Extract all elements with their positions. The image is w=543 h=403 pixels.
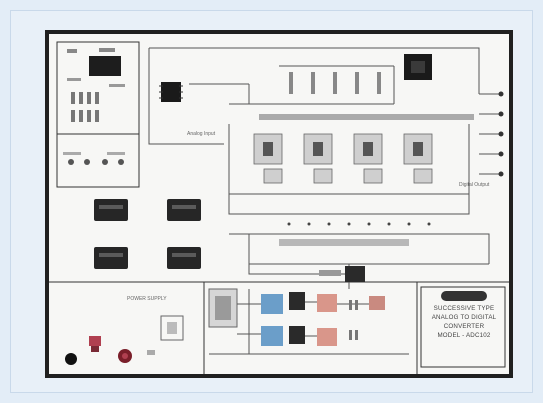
- terminal-block-blue: [261, 292, 305, 346]
- resistor-ladder: [289, 72, 381, 94]
- model-title-box: SUCCESSIVE TYPE ANALOG TO DIGITAL CONVER…: [421, 287, 507, 367]
- brand-logo: [441, 291, 487, 301]
- main-ics: [159, 54, 432, 102]
- top-left-section: [56, 41, 140, 188]
- power-socket: [65, 353, 77, 365]
- terminal-block-red: [317, 294, 385, 346]
- bus-bar-lower: [279, 239, 409, 246]
- switch-blocks: [253, 133, 433, 184]
- ic-chip-top: [89, 56, 121, 76]
- power-supply-section: [160, 288, 409, 355]
- title-line-3: CONVERTER: [443, 323, 485, 330]
- circuit-diagram: [49, 41, 509, 374]
- section-dividers: [49, 41, 509, 374]
- title-line-1: SUCCESSIVE TYPE: [433, 305, 495, 312]
- output-terminals: [498, 91, 504, 177]
- top-left-components: [63, 48, 125, 165]
- comparator-ic: [161, 82, 181, 102]
- digital-output-label: Digital Output: [459, 182, 490, 188]
- analog-input-label: Analog Input: [187, 131, 216, 137]
- bottom-left-controls: [65, 336, 155, 365]
- power-supply-label: POWER SUPPLY: [127, 296, 167, 302]
- clock-ic: [345, 266, 365, 282]
- circuit-traces: [148, 47, 499, 289]
- title-line-4: MODEL - ADC102: [437, 332, 491, 339]
- title-box-border: [420, 286, 506, 368]
- trainer-board-photo: POWER SUPPLY Analog Input Digital Output…: [45, 30, 513, 378]
- title-line-2: ANALOG TO DIGITAL: [431, 314, 497, 321]
- fuse-holder: [160, 315, 184, 341]
- bus-bar: [259, 114, 474, 120]
- relay-blocks: [94, 199, 201, 269]
- fuse-red: [89, 336, 101, 346]
